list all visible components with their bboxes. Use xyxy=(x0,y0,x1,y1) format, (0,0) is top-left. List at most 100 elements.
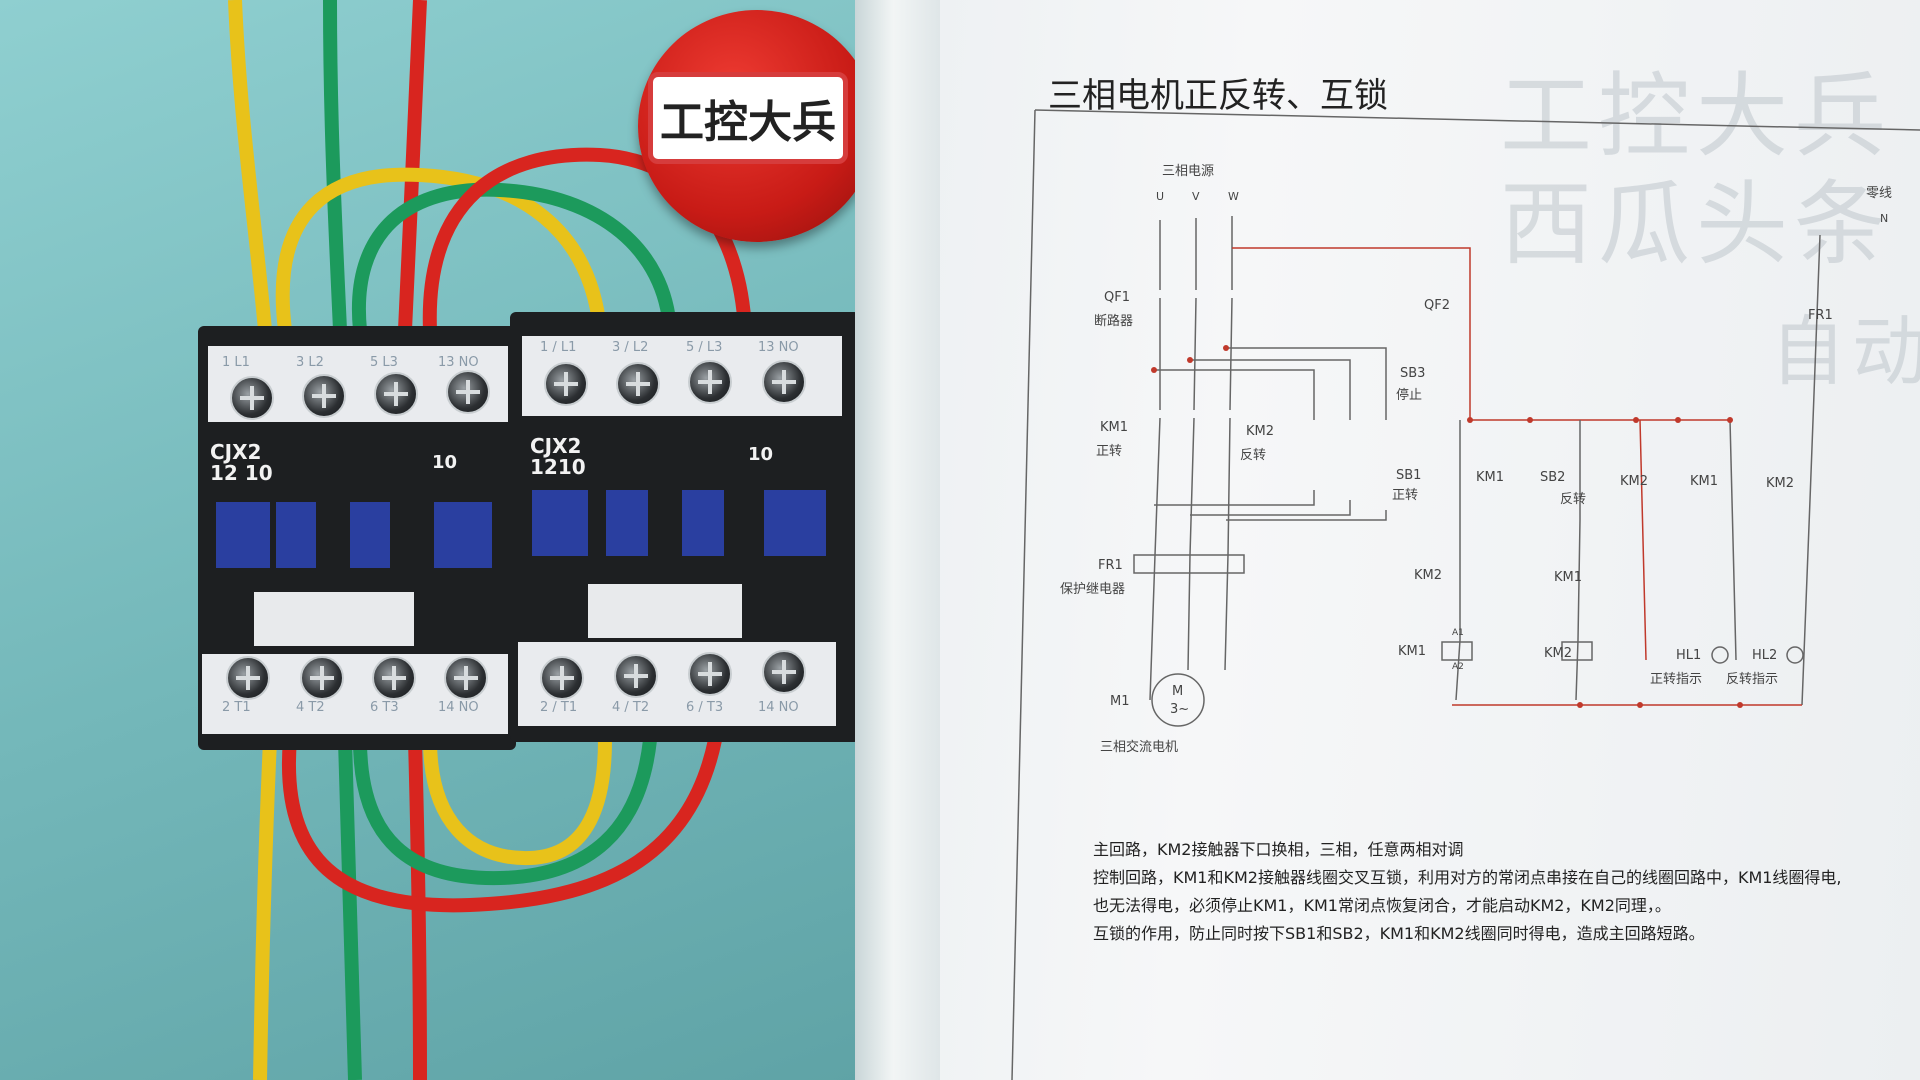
wiring xyxy=(228,0,752,1080)
terminal-label: 3 / L2 xyxy=(612,340,649,355)
contactor-left: CJX2 12 10 10 xyxy=(198,326,516,750)
terminal-label: 4 / T2 xyxy=(612,700,650,715)
contactor-left-rating: 12 10 xyxy=(210,461,273,485)
terminal-screw[interactable] xyxy=(230,376,274,420)
green-wire-out xyxy=(338,739,362,1080)
terminal-screw[interactable] xyxy=(544,362,588,406)
contactor-left-aux: 10 xyxy=(432,452,458,473)
emergency-stop-button[interactable]: 工控大兵 xyxy=(638,10,876,242)
yellow-wire-out xyxy=(253,739,277,1080)
indicator-window xyxy=(764,490,826,556)
indicator-window xyxy=(682,490,724,556)
terminal-label: 6 T3 xyxy=(370,700,399,715)
km2-contact-label: KM2 xyxy=(1620,474,1649,489)
terminal-screw[interactable] xyxy=(762,650,806,694)
neutral-label: 零线 xyxy=(1866,186,1893,201)
fr1-aux-label: FR1 xyxy=(1808,308,1833,323)
terminal-label: 5 L3 xyxy=(370,355,398,370)
contactor-right-model: CJX2 xyxy=(530,434,582,458)
sb1-name: 正转 xyxy=(1392,488,1419,503)
paper-sheet xyxy=(940,0,1920,1080)
terminal-label: 4 T2 xyxy=(296,700,325,715)
terminal-screw[interactable] xyxy=(444,656,488,700)
yellow-wire-in xyxy=(228,0,272,331)
hl2-label: HL2 xyxy=(1752,648,1778,663)
km2-name: 反转 xyxy=(1240,448,1267,463)
coil-a2-label: A2 xyxy=(1452,662,1464,672)
diagram-title: 三相电机正反转、互锁 xyxy=(1048,76,1388,116)
power-label: 三相电源 xyxy=(1162,164,1215,179)
terminal-label: 6 / T3 xyxy=(686,700,724,715)
terminal-screw[interactable] xyxy=(762,360,806,404)
terminal-screw[interactable] xyxy=(688,360,732,404)
terminal-label: 2 T1 xyxy=(222,700,251,715)
terminal-screw[interactable] xyxy=(372,656,416,700)
green-wire-in xyxy=(323,0,347,331)
indicator-window xyxy=(606,490,648,556)
qf1-label: QF1 xyxy=(1104,290,1130,305)
sb3-name: 停止 xyxy=(1396,388,1423,403)
indicator-window xyxy=(216,502,270,568)
green-loop-bottom xyxy=(353,739,657,886)
km2-aux-label: KM2 xyxy=(1766,476,1795,491)
red-loop-bottom xyxy=(282,738,722,913)
yellow-loop-top xyxy=(275,167,607,331)
km1-contact-label: KM1 xyxy=(1476,470,1505,485)
terminal-screw[interactable] xyxy=(688,652,732,696)
hl2-name: 反转指示 xyxy=(1726,672,1779,687)
fr1-label: FR1 xyxy=(1098,558,1123,573)
terminal-screw[interactable] xyxy=(300,656,344,700)
km2-label: KM2 xyxy=(1246,424,1275,439)
sb2-name: 反转 xyxy=(1560,492,1587,507)
estop-label-plate: 工控大兵 xyxy=(648,72,848,164)
note-line-2: 控制回路，KM1和KM2接触器线圈交叉互锁，利用对方的常闭点串接在自己的线圈回路… xyxy=(1093,868,1842,887)
qf2-label: QF2 xyxy=(1424,298,1450,313)
terminal-screw[interactable] xyxy=(616,362,660,406)
terminal-screw[interactable] xyxy=(446,370,490,414)
terminal-screw[interactable] xyxy=(226,656,270,700)
indicator-window xyxy=(350,502,390,568)
circuit-diagram xyxy=(1011,109,1920,1080)
note-line-3: 也无法得电，必须停止KM1，KM1常闭点恢复闭合，才能启动KM2，KM2同理，。 xyxy=(1093,896,1671,915)
motor-name: 三相交流电机 xyxy=(1100,740,1179,755)
hl1-label: HL1 xyxy=(1676,648,1702,663)
km1-coil-label: KM1 xyxy=(1398,644,1427,659)
contactor-left-label-patch xyxy=(254,592,414,646)
indicator-window xyxy=(434,502,492,568)
km1-label: KM1 xyxy=(1100,420,1129,435)
note-line-4: 互锁的作用，防止同时按下SB1和SB2，KM1和KM2线圈同时得电，造成主回路短… xyxy=(1093,924,1705,943)
terminal-label: 13 NO xyxy=(758,340,799,355)
terminal-label: 5 / L3 xyxy=(686,340,723,355)
coil-a1-label: A1 xyxy=(1452,628,1464,638)
terminal-label: 1 L1 xyxy=(222,355,250,370)
terminal-label: 14 NO xyxy=(758,700,799,715)
terminal-screw[interactable] xyxy=(302,374,346,418)
phase-v-label: V xyxy=(1192,190,1200,203)
terminal-label: 14 NO xyxy=(438,700,479,715)
hl1-name: 正转指示 xyxy=(1650,672,1703,687)
indicator-window xyxy=(276,502,316,568)
terminal-screw[interactable] xyxy=(374,372,418,416)
yellow-loop-bottom xyxy=(423,739,612,866)
terminal-screw[interactable] xyxy=(540,656,584,700)
terminal-label: 1 / L1 xyxy=(540,340,577,355)
sb3-label: SB3 xyxy=(1400,366,1426,381)
watermark-line2: 西瓜头条 xyxy=(1500,171,1893,278)
terminal-screw[interactable] xyxy=(614,654,658,698)
sb1-label: SB1 xyxy=(1396,468,1422,483)
km1-interlock-label: KM1 xyxy=(1554,570,1583,585)
km1-aux-label: KM1 xyxy=(1690,474,1719,489)
km1-name: 正转 xyxy=(1096,444,1123,459)
km2-coil-label: KM2 xyxy=(1544,646,1573,661)
motor-symbol: M xyxy=(1172,684,1184,699)
terminal-label: 3 L2 xyxy=(296,355,324,370)
contactor-right-aux: 10 xyxy=(748,444,774,465)
qf1-name: 断路器 xyxy=(1094,314,1134,329)
sb2-label: SB2 xyxy=(1540,470,1566,485)
contactor-right-label-patch xyxy=(588,584,742,638)
note-line-1: 主回路，KM2接触器下口换相，三相，任意两相对调 xyxy=(1093,840,1464,859)
paper-edge xyxy=(855,0,940,1080)
estop-label: 工控大兵 xyxy=(660,97,836,148)
watermark-line1: 工控大兵 xyxy=(1500,63,1893,170)
terminal-label: 2 / T1 xyxy=(540,700,578,715)
